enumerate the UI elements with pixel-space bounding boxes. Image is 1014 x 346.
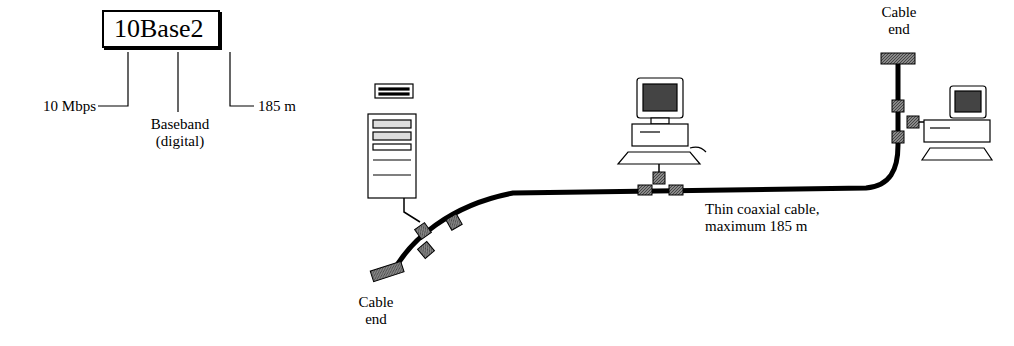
terminator-label: Cable end	[873, 4, 925, 38]
bnc-connector	[892, 131, 904, 143]
keyboard	[922, 148, 992, 160]
drive-bay	[373, 132, 411, 140]
cable-terminator	[370, 261, 404, 281]
coaxial-cable	[393, 64, 898, 272]
keyboard	[618, 152, 700, 164]
computer-case	[924, 120, 990, 142]
speed-leader	[98, 52, 128, 106]
cable-terminators	[370, 53, 915, 282]
bnc-connector	[892, 100, 904, 112]
monitor-screen	[643, 84, 677, 111]
signal-label: Baseband (digital)	[140, 116, 220, 150]
bnc-connector	[418, 242, 435, 259]
computer-icon	[618, 78, 706, 164]
drive-slot	[930, 127, 950, 128]
monitor-slot	[379, 93, 409, 95]
bnc-connector	[415, 223, 432, 240]
cable-terminator	[881, 53, 915, 64]
monitor-screen	[955, 91, 981, 112]
panel-line	[373, 159, 411, 160]
drop-cable	[404, 198, 420, 222]
cable-label: Thin coaxial cable, maximum 185 m	[705, 201, 855, 235]
baseband-leader	[177, 52, 178, 112]
t-connectors	[415, 100, 919, 258]
monitor-slot	[379, 88, 409, 90]
leader-lines	[98, 52, 254, 112]
length-leader	[230, 52, 254, 106]
bnc-connector	[653, 172, 665, 184]
standard-name: 10Base2	[114, 14, 208, 44]
speed-label: 10 Mbps	[8, 98, 96, 115]
monitor-stand	[651, 118, 669, 124]
standard-box: 10Base2	[102, 10, 220, 48]
bnc-connector	[638, 185, 652, 195]
monitor-top	[375, 84, 413, 98]
computer-case	[632, 124, 688, 146]
length-label: 185 m	[258, 98, 328, 115]
computer-icon	[922, 86, 992, 160]
drive-slot	[640, 131, 660, 132]
drop-cables	[404, 122, 940, 222]
bnc-connector	[446, 214, 462, 230]
server-cabinet	[368, 114, 416, 198]
panel-line	[373, 174, 411, 175]
mouse-cable	[690, 147, 706, 152]
drive-bay	[373, 120, 411, 128]
server-icon	[368, 84, 416, 198]
drive-bay	[373, 144, 411, 150]
bnc-connector	[907, 116, 919, 128]
monitor	[950, 86, 986, 118]
bnc-connector	[669, 185, 683, 195]
terminator-label: Cable end	[350, 294, 402, 328]
monitor	[637, 78, 683, 118]
